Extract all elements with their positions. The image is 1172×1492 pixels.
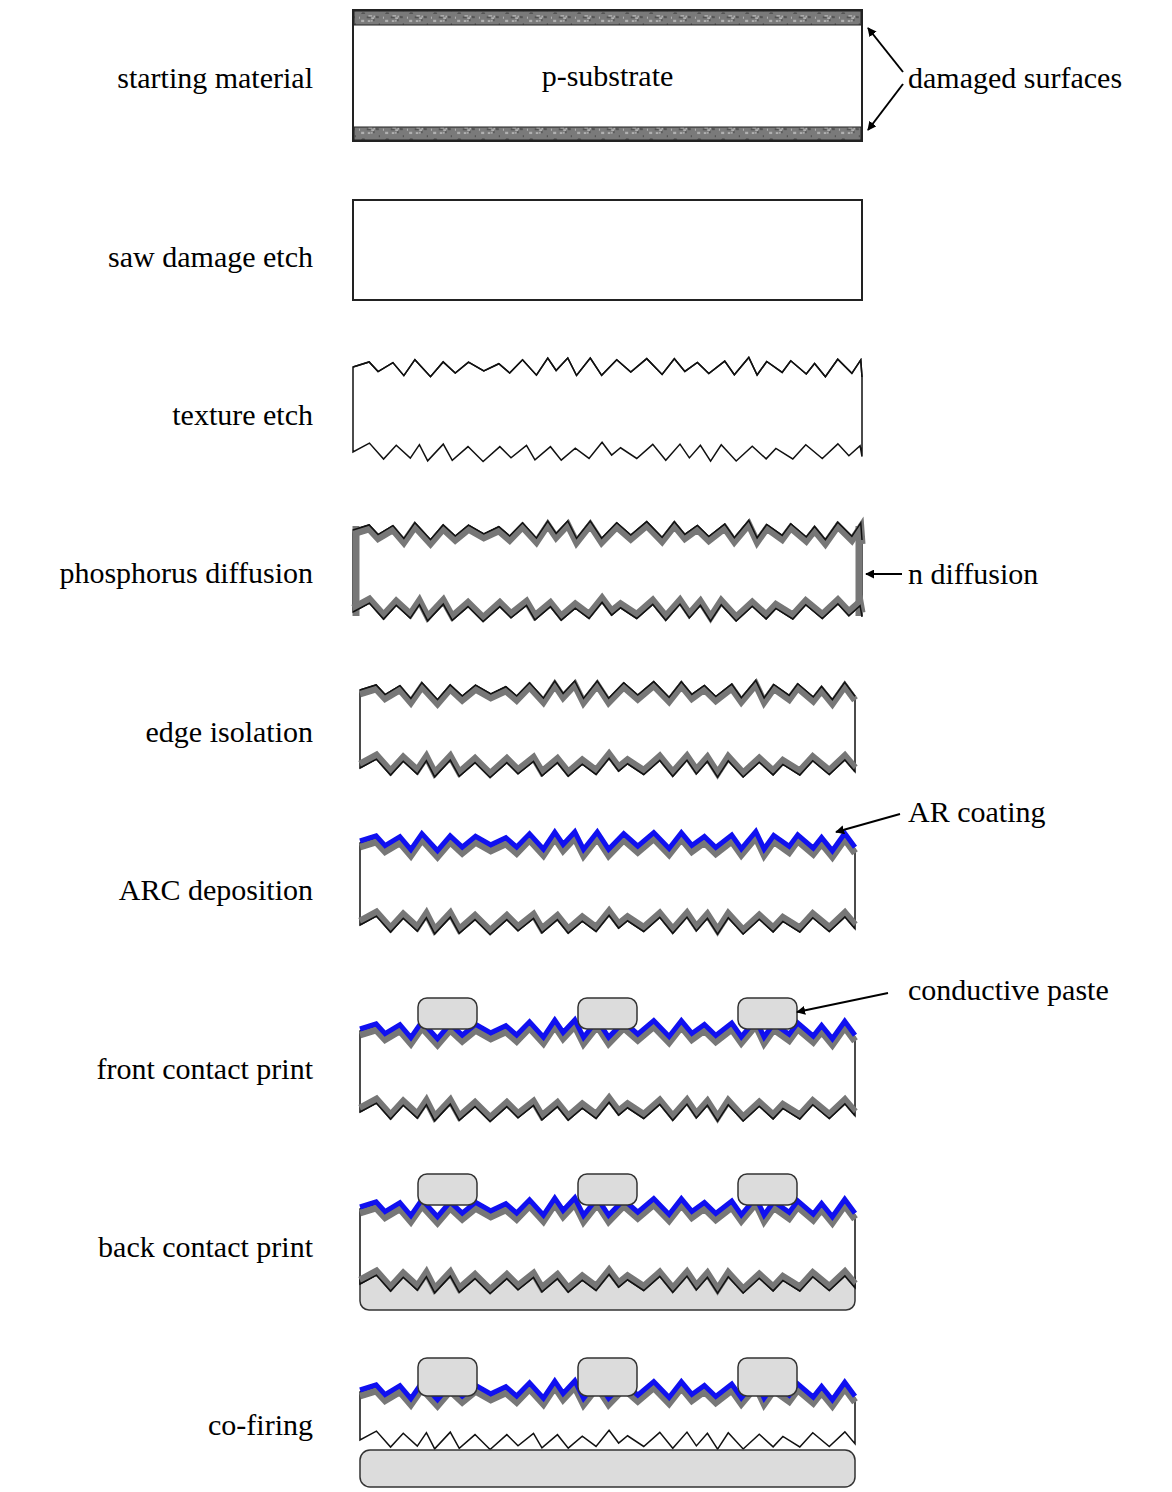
front-paste xyxy=(738,1358,797,1396)
wafer xyxy=(360,1174,855,1310)
callout-label: conductive paste xyxy=(908,973,1109,1008)
front-paste xyxy=(738,998,797,1029)
step-label: saw damage etch xyxy=(108,240,313,275)
step-label: front contact print xyxy=(96,1052,313,1087)
front-paste xyxy=(578,1174,637,1205)
front-paste xyxy=(578,1358,637,1396)
step-label: ARC deposition xyxy=(119,873,313,908)
back-contact xyxy=(360,1450,855,1487)
front-paste xyxy=(418,1358,477,1396)
leader-line xyxy=(868,84,903,130)
node-text: p-substrate xyxy=(542,59,674,93)
front-paste xyxy=(738,1174,797,1205)
damaged-layer xyxy=(354,11,861,25)
n-diffusion-layer xyxy=(360,1270,855,1289)
wafer-edge xyxy=(353,520,862,539)
wafer xyxy=(360,998,855,1122)
step-label: edge isolation xyxy=(146,715,313,750)
step-label: starting material xyxy=(117,61,313,96)
callout-label: AR coating xyxy=(908,795,1045,830)
wafer-edge xyxy=(353,357,862,376)
leader-lines xyxy=(797,28,903,1012)
leader-line xyxy=(868,28,903,72)
n-diffusion-layer xyxy=(360,754,855,773)
wafer-edge xyxy=(360,1102,855,1121)
wafer-body xyxy=(353,200,862,300)
wafer-body xyxy=(360,680,855,777)
front-paste xyxy=(578,998,637,1029)
substrate-box: p-substrate xyxy=(353,26,862,126)
leader-line xyxy=(836,814,900,832)
n-diffusion-layer xyxy=(353,524,862,543)
wafer xyxy=(360,1358,855,1487)
step-label: phosphorus diffusion xyxy=(59,556,313,591)
wafer xyxy=(360,831,855,934)
wafer-edge xyxy=(360,680,855,699)
front-paste xyxy=(418,1174,477,1205)
n-diffusion-layer xyxy=(360,684,855,703)
callout-label: n diffusion xyxy=(908,557,1038,592)
ar-coating xyxy=(360,831,855,850)
leader-line xyxy=(866,573,902,575)
step-label: texture etch xyxy=(172,398,313,433)
step-label: co-firing xyxy=(208,1408,313,1443)
leader-line xyxy=(797,993,888,1012)
callout-label: damaged surfaces xyxy=(908,61,1122,96)
n-diffusion-layer xyxy=(360,1098,855,1117)
wafer-edge xyxy=(360,758,855,777)
wafer-edge xyxy=(360,1274,855,1293)
wafer xyxy=(360,680,855,777)
n-diffusion-layer xyxy=(360,911,855,930)
wafer-group xyxy=(353,10,862,1487)
wafer xyxy=(353,357,862,461)
wafer-body xyxy=(353,10,862,141)
wafer-edge xyxy=(353,602,862,621)
step-label: back contact print xyxy=(98,1230,313,1265)
front-paste xyxy=(418,998,477,1029)
damaged-layer xyxy=(354,127,861,140)
wafer-body xyxy=(353,357,862,461)
wafer-edge xyxy=(360,915,855,934)
wafer-body xyxy=(353,520,862,621)
wafer xyxy=(353,520,862,621)
